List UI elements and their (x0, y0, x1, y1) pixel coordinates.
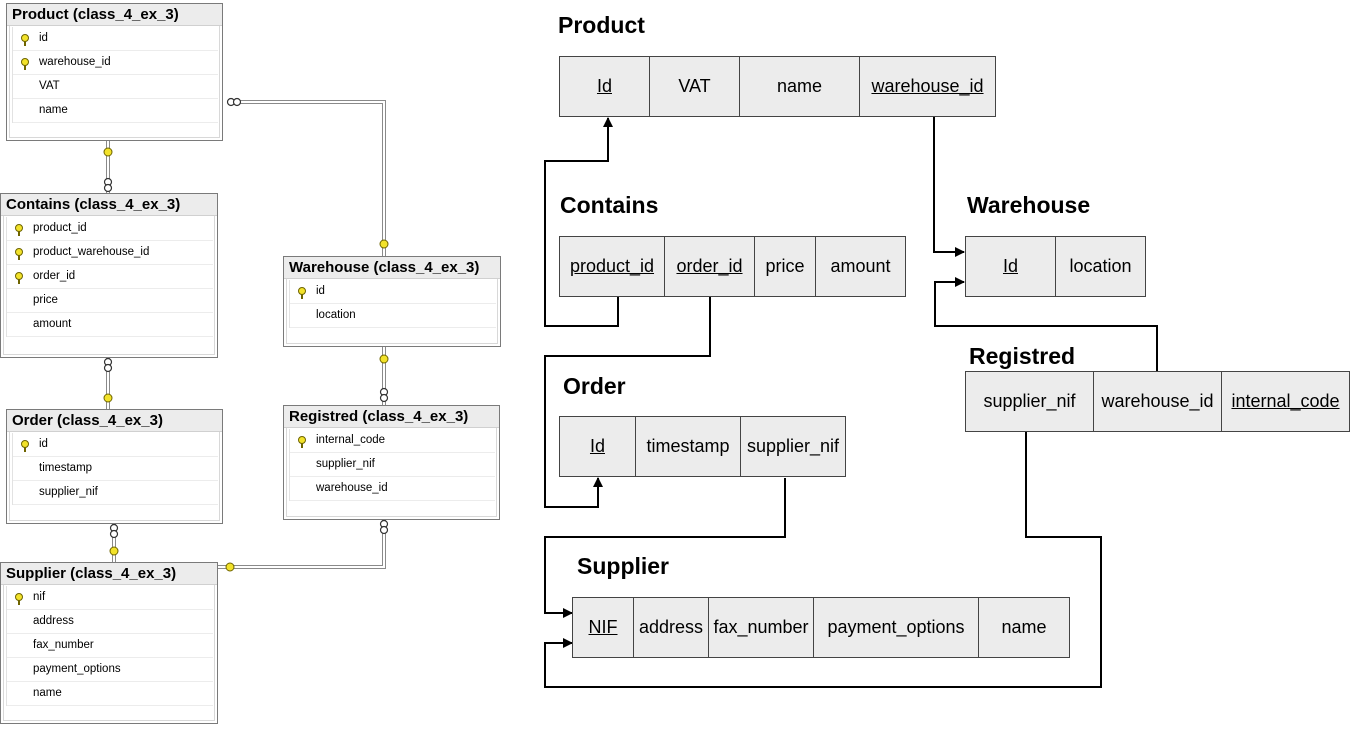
schema-cell-pk[interactable]: internal_code (1222, 372, 1349, 431)
key-icon (15, 272, 23, 284)
key-icon (21, 58, 29, 70)
ssms-table-warehouse[interactable]: Warehouse (class_4_ex_3) id location (283, 256, 501, 347)
key-icon (15, 248, 23, 260)
schema-cell-pk[interactable]: Id (560, 417, 636, 476)
ssms-row[interactable]: id (13, 27, 218, 51)
schema-cell[interactable]: VAT (650, 57, 740, 116)
key-icon (298, 436, 306, 448)
schema-relation-supplier[interactable]: NIF address fax_number payment_options n… (572, 597, 1070, 658)
ssms-table-title: Registred (class_4_ex_3) (284, 406, 499, 428)
schema-cell[interactable]: supplier_nif (741, 417, 845, 476)
ssms-row[interactable]: timestamp (13, 457, 218, 481)
schema-cell[interactable]: price (755, 237, 816, 296)
schema-cell[interactable]: payment_options (814, 598, 979, 657)
ssms-row[interactable]: address (7, 610, 213, 634)
schema-cell-pk[interactable]: order_id (665, 237, 755, 296)
schema-title-registred: Registred (969, 343, 1076, 369)
schema-cell-pk[interactable]: Id (966, 237, 1056, 296)
ssms-row[interactable]: name (7, 682, 213, 706)
schema-title-product: Product (558, 12, 645, 38)
ssms-row[interactable]: warehouse_id (290, 477, 495, 501)
schema-relation-order[interactable]: Id timestamp supplier_nif (559, 416, 846, 477)
schema-cell[interactable]: timestamp (636, 417, 741, 476)
ssms-row[interactable]: supplier_nif (13, 481, 218, 505)
ssms-table-title: Warehouse (class_4_ex_3) (284, 257, 500, 279)
schema-cell[interactable]: name (979, 598, 1069, 657)
key-icon (21, 440, 29, 452)
ssms-row[interactable]: price (7, 289, 213, 313)
ssms-row[interactable]: payment_options (7, 658, 213, 682)
schema-relation-registred[interactable]: supplier_nif warehouse_id internal_code (965, 371, 1350, 432)
key-icon (298, 287, 306, 299)
ssms-row[interactable]: id (290, 280, 496, 304)
ssms-table-title: Product (class_4_ex_3) (7, 4, 222, 26)
schema-title-supplier: Supplier (577, 553, 670, 579)
ssms-row[interactable]: order_id (7, 265, 213, 289)
ssms-table-title: Supplier (class_4_ex_3) (1, 563, 217, 585)
ssms-row[interactable]: supplier_nif (290, 453, 495, 477)
schema-title-contains: Contains (560, 192, 659, 218)
key-icon (15, 224, 23, 236)
schema-cell-pk[interactable]: product_id (560, 237, 665, 296)
schema-relation-product[interactable]: Id VAT name warehouse_id (559, 56, 996, 117)
schema-cell[interactable]: name (740, 57, 860, 116)
key-icon (15, 593, 23, 605)
schema-relation-contains[interactable]: product_id order_id price amount (559, 236, 906, 297)
ssms-row[interactable]: VAT (13, 75, 218, 99)
schema-relation-warehouse[interactable]: Id location (965, 236, 1146, 297)
schema-title-warehouse: Warehouse (967, 192, 1091, 218)
schema-cell-pk[interactable]: Id (560, 57, 650, 116)
ssms-rel-registred-supplier (218, 520, 386, 569)
ssms-table-title: Order (class_4_ex_3) (7, 410, 222, 432)
schema-cell-pk[interactable]: NIF (573, 598, 634, 657)
schema-cell[interactable]: amount (816, 237, 905, 296)
ssms-row[interactable]: location (290, 304, 496, 328)
ssms-row[interactable]: fax_number (7, 634, 213, 658)
schema-cell[interactable]: supplier_nif (966, 372, 1094, 431)
key-icon (21, 34, 29, 46)
arrow-order-supplier (544, 478, 786, 618)
ssms-rel-product-warehouse (232, 100, 386, 256)
schema-cell[interactable]: fax_number (709, 598, 814, 657)
ssms-table-registred[interactable]: Registred (class_4_ex_3) internal_code s… (283, 405, 500, 520)
ssms-table-contains[interactable]: Contains (class_4_ex_3) product_id produ… (0, 193, 218, 358)
schema-cell[interactable]: warehouse_id (1094, 372, 1222, 431)
ssms-row[interactable]: nif (7, 586, 213, 610)
ssms-row[interactable]: id (13, 433, 218, 457)
ssms-row[interactable]: name (13, 99, 218, 123)
ssms-table-title: Contains (class_4_ex_3) (1, 194, 217, 216)
ssms-table-supplier[interactable]: Supplier (class_4_ex_3) nif address fax_… (0, 562, 218, 724)
schema-cell-pk[interactable]: warehouse_id (860, 57, 995, 116)
ssms-table-product[interactable]: Product (class_4_ex_3) id warehouse_id V… (6, 3, 223, 141)
ssms-row[interactable]: warehouse_id (13, 51, 218, 75)
schema-cell[interactable]: location (1056, 237, 1145, 296)
arrow-product-warehouse (933, 117, 965, 257)
ssms-row[interactable]: product_warehouse_id (7, 241, 213, 265)
ssms-row[interactable]: product_id (7, 217, 213, 241)
ssms-table-order[interactable]: Order (class_4_ex_3) id timestamp suppli… (6, 409, 223, 524)
ssms-row[interactable]: internal_code (290, 429, 495, 453)
schema-cell[interactable]: address (634, 598, 709, 657)
ssms-row[interactable]: amount (7, 313, 213, 337)
schema-title-order: Order (563, 373, 626, 399)
